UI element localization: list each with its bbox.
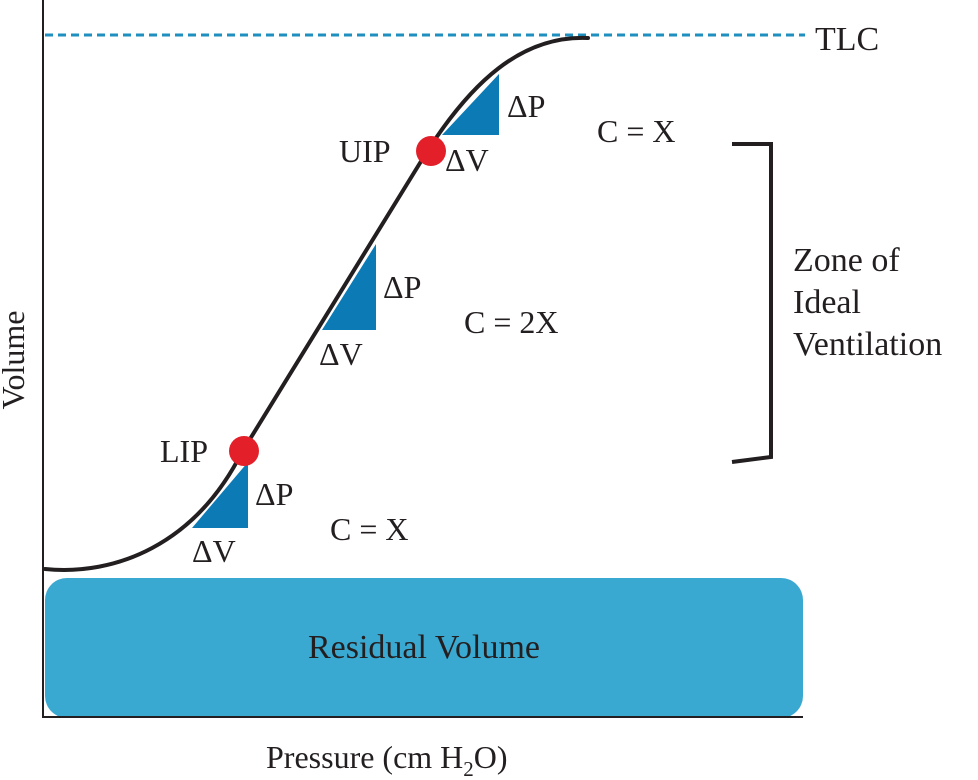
- upper-slope-triangle: [442, 74, 499, 135]
- middle-slope-triangle: [322, 244, 376, 330]
- tlc-label: TLC: [815, 21, 879, 58]
- middle-delta-v-label: ΔV: [319, 336, 363, 372]
- middle-delta-p-label: ΔP: [383, 269, 421, 305]
- lower-slope-triangle: [192, 462, 248, 528]
- uip-label: UIP: [339, 133, 391, 169]
- upper-inflection-point: [416, 136, 446, 166]
- zone-label-line1: Zone of: [793, 242, 900, 279]
- upper-delta-p-label: ΔP: [507, 88, 545, 124]
- x-axis-label-subscript: 2: [463, 757, 474, 780]
- zone-label-line2: Ideal: [793, 284, 861, 321]
- lower-inflection-point: [229, 436, 259, 466]
- x-axis-label-suffix: O): [474, 739, 508, 775]
- lower-delta-v-label: ΔV: [192, 533, 236, 569]
- compliance-upper-label: C = X: [597, 113, 676, 149]
- x-axis-label-prefix: Pressure (cm H: [266, 739, 463, 775]
- x-axis-label: Pressure (cm H2O): [266, 739, 508, 780]
- zone-label-line3: Ventilation: [793, 326, 942, 363]
- zone-bracket: [731, 142, 773, 464]
- residual-volume-box: [45, 578, 803, 718]
- compliance-middle-label: C = 2X: [464, 304, 559, 340]
- compliance-lower-label: C = X: [330, 511, 409, 547]
- residual-volume-label: Residual Volume: [308, 629, 540, 666]
- y-axis-label: Volume: [0, 311, 31, 410]
- lower-delta-p-label: ΔP: [255, 476, 293, 512]
- upper-delta-v-label: ΔV: [445, 142, 489, 178]
- lip-label: LIP: [160, 433, 208, 469]
